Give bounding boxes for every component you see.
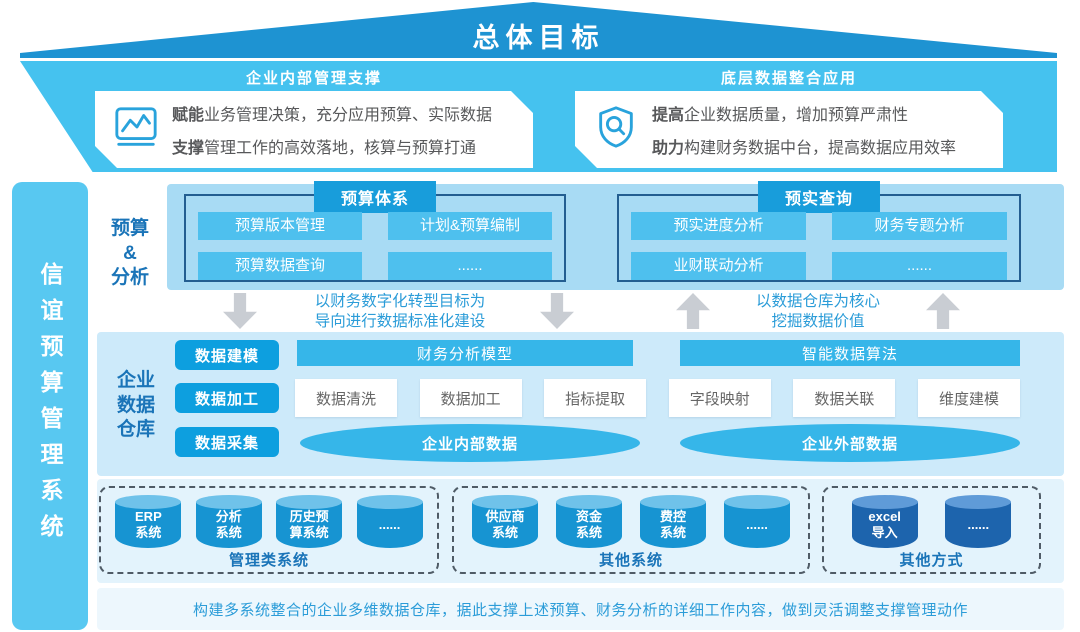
system-name-banner: 信谊预算管理系统: [12, 182, 88, 630]
section-label-data-warehouse: 企业 数据 仓库: [116, 370, 155, 441]
budget-system-box: 预算体系 预算版本管理 计划&预算编制 预算数据查询 ......: [184, 181, 566, 282]
process-cell: 字段映射: [668, 379, 771, 417]
goal-line-rest: 业务管理决策，充分应用预算、实际数据: [204, 107, 493, 124]
process-cell: 指标提取: [544, 379, 647, 417]
source-group-label: 其他方式: [899, 552, 964, 569]
goal-box-internal: 赋能业务管理决策，充分应用预算、实际数据 支撑管理工作的高效落地，核算与预算打通: [95, 91, 533, 168]
bar-smart-algorithm: 智能数据算法: [680, 340, 1020, 366]
goal-line-rest: 构建财务数据中台，提高数据应用效率: [684, 140, 957, 157]
database-cylinder: 历史预 算系统: [276, 495, 343, 548]
arrow-up-icon: [676, 293, 710, 329]
section-source-systems: ERP 系统 分析 系统 历史预 算系统 ...... 管理类系统 供应商 系统…: [97, 479, 1064, 583]
process-cells-row: 数据清洗 数据加工 指标提取 字段映射 数据关联 维度建模: [295, 379, 1020, 417]
cylinder-label: 资金 系统: [575, 509, 602, 540]
database-cylinder: 分析 系统: [195, 495, 262, 548]
source-group-other-methods: excel 导入 ...... 其他方式: [822, 486, 1041, 574]
cylinder-label: excel 导入: [868, 509, 901, 540]
database-cylinder: excel 导入: [851, 495, 918, 548]
cylinder-label: ERP 系统: [135, 509, 162, 540]
module-cell: 预算数据查询: [198, 252, 362, 280]
goal-line-rest: 企业数据质量，增加预算严肃性: [684, 107, 909, 124]
source-group-other-systems: 供应商 系统 资金 系统 费控 系统 ...... 其他系统: [452, 486, 810, 574]
module-cell: 业财联动分析: [631, 252, 806, 280]
goal-header-internal: 企业内部管理支撑: [245, 70, 382, 87]
arrow-up-icon: [926, 293, 960, 329]
bar-finance-model: 财务分析模型: [297, 340, 633, 366]
process-cell: 数据清洗: [295, 379, 397, 417]
layer-button-processing: 数据加工: [175, 383, 279, 413]
module-cell: 预实进度分析: [631, 212, 806, 240]
flow-caption-mining: 以数据仓库为核心 挖掘数据价值: [755, 293, 880, 331]
source-group-label: 其他系统: [598, 552, 663, 569]
cylinder-row: excel 导入 ......: [824, 488, 1039, 548]
database-cylinder: 供应商 系统: [472, 495, 538, 548]
arrow-down-icon: [223, 293, 257, 329]
footer-caption: 构建多系统整合的企业多维数据仓库，据此支撑上述预算、财务分析的详细工作内容，做到…: [192, 601, 968, 619]
layer-button-collection: 数据采集: [175, 427, 279, 457]
source-group-label: 管理类系统: [228, 552, 309, 569]
goal-line: 助力构建财务数据中台，提高数据应用效率: [652, 134, 956, 158]
database-cylinder: ERP 系统: [115, 495, 182, 548]
source-group-management: ERP 系统 分析 系统 历史预 算系统 ...... 管理类系统: [99, 486, 439, 574]
module-cell: 计划&预算编制: [388, 212, 552, 240]
pool-external-data: 企业外部数据: [680, 424, 1020, 462]
top-goal-band: 企业内部管理支撑 底层数据整合应用 赋能业务管理决策，充分应用预算、实际数据 支…: [20, 61, 1057, 172]
cylinder-label: 费控 系统: [659, 509, 686, 540]
goal-line-bold: 支撑: [172, 140, 205, 157]
section-label-budget-analysis: 预算 & 分析: [110, 218, 149, 289]
cylinder-label: ......: [967, 517, 990, 533]
goal-header-data: 底层数据整合应用: [720, 70, 857, 87]
goal-line-rest: 管理工作的高效落地，核算与预算打通: [204, 140, 477, 157]
module-cell: 预算版本管理: [198, 212, 362, 240]
database-cylinder: ......: [945, 495, 1012, 548]
goal-line-bold: 赋能: [172, 107, 205, 124]
database-cylinder: ......: [356, 495, 423, 548]
database-cylinder: 费控 系统: [640, 495, 706, 548]
shield-search-icon: [593, 104, 639, 155]
goal-text-data: 提高企业数据质量，增加预算严肃性 助力构建财务数据中台，提高数据应用效率: [652, 101, 956, 158]
line-chart-icon: [113, 104, 159, 155]
cylinder-row: 供应商 系统 资金 系统 费控 系统 ......: [454, 488, 808, 548]
goal-line-bold: 提高: [652, 107, 685, 124]
goal-line: 支撑管理工作的高效落地，核算与预算打通: [172, 134, 492, 158]
module-cell: ......: [832, 252, 1007, 280]
cylinder-label: 供应商 系统: [485, 509, 525, 540]
module-cell: ......: [388, 252, 552, 280]
goal-text-internal: 赋能业务管理决策，充分应用预算、实际数据 支撑管理工作的高效落地，核算与预算打通: [172, 101, 492, 158]
goal-line: 提高企业数据质量，增加预算严肃性: [652, 101, 956, 125]
overall-goal-roof: 总体目标: [20, 2, 1057, 58]
process-cell: 数据加工: [419, 379, 522, 417]
process-cell: 数据关联: [793, 379, 896, 417]
cylinder-label: ......: [378, 517, 401, 533]
actual-query-box: 预实查询 预实进度分析 财务专题分析 业财联动分析 ......: [617, 181, 1021, 282]
goal-line: 赋能业务管理决策，充分应用预算、实际数据: [172, 101, 492, 125]
goal-line-bold: 助力: [652, 140, 685, 157]
arrow-down-icon: [540, 293, 574, 329]
pool-internal-data: 企业内部数据: [300, 424, 640, 462]
actual-query-tab: 预实查询: [757, 181, 881, 213]
budget-system-tab: 预算体系: [313, 181, 437, 213]
actual-query-grid: 预实进度分析 财务专题分析 业财联动分析 ......: [631, 212, 1007, 280]
cylinder-label: 历史预 算系统: [289, 509, 329, 540]
cylinder-label: 分析 系统: [215, 509, 242, 540]
page-title: 总体目标: [472, 23, 605, 53]
process-cell: 维度建模: [917, 379, 1020, 417]
layer-button-modeling: 数据建模: [175, 340, 279, 370]
flow-caption-standardize: 以财务数字化转型目标为 导向进行数据标准化建设: [314, 293, 486, 331]
cylinder-row: ERP 系统 分析 系统 历史预 算系统 ......: [101, 488, 437, 548]
system-name-label: 信谊预算管理系统: [37, 262, 63, 550]
budget-system-grid: 预算版本管理 计划&预算编制 预算数据查询 ......: [198, 212, 552, 280]
section-budget-analysis: 预算体系 预算版本管理 计划&预算编制 预算数据查询 ...... 预实查询 预…: [167, 181, 1064, 290]
database-cylinder: ......: [724, 495, 790, 548]
section-data-warehouse: 企业 数据 仓库 数据建模 数据加工 数据采集 财务分析模型 智能数据算法 数据…: [97, 332, 1064, 476]
goal-box-data: 提高企业数据质量，增加预算严肃性 助力构建财务数据中台，提高数据应用效率: [575, 91, 1003, 168]
cylinder-label: ......: [746, 517, 768, 533]
module-cell: 财务专题分析: [832, 212, 1007, 240]
database-cylinder: 资金 系统: [556, 495, 622, 548]
footer-strip: 构建多系统整合的企业多维数据仓库，据此支撑上述预算、财务分析的详细工作内容，做到…: [97, 588, 1064, 630]
